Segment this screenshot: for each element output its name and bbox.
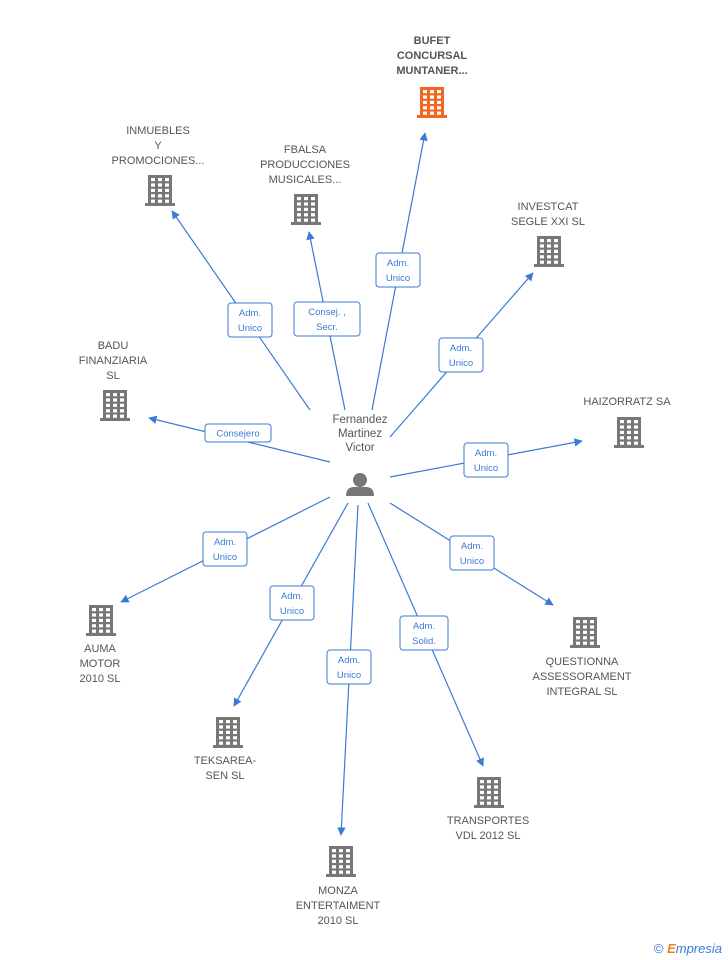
role-label-monza[interactable]: Adm. Unico	[326, 649, 372, 685]
company-name-line: QUESTIONNA	[546, 656, 619, 668]
company-name-line: FBALSA	[284, 144, 327, 156]
company-name-line: TRANSPORTES	[447, 815, 529, 827]
company-name-line: INTEGRAL SL	[546, 686, 617, 698]
company-name-line: SL	[106, 370, 119, 382]
role-label-inmuebles[interactable]: Adm. Unico	[227, 302, 273, 338]
company-name-line: 2010 SL	[318, 915, 359, 927]
building-icon[interactable]	[474, 777, 504, 808]
person-name-line: Victor	[345, 442, 374, 454]
company-name-line: TEKSAREA-	[194, 755, 257, 767]
building-icon[interactable]	[213, 717, 243, 748]
company-name-fbalsa[interactable]: FBALSA PRODUCCIONES MUSICALES...	[260, 144, 350, 186]
company-name-line: BADU	[98, 340, 129, 352]
company-name-line: MOTOR	[80, 658, 121, 670]
building-icon[interactable]	[417, 87, 447, 118]
company-name-line: PROMOCIONES...	[112, 155, 205, 167]
company-name-transportes[interactable]: TRANSPORTES VDL 2012 SL	[447, 815, 529, 842]
company-name-line: ENTERTAIMENT	[296, 900, 381, 912]
company-name-questionna[interactable]: QUESTIONNA ASSESSORAMENT INTEGRAL SL	[532, 656, 631, 698]
company-name-line: VDL 2012 SL	[455, 830, 520, 842]
company-name-monza[interactable]: MONZA ENTERTAIMENT 2010 SL	[296, 885, 381, 927]
role-label-line: Unico	[280, 606, 304, 617]
role-label-transportes[interactable]: Adm. Solid.	[399, 615, 449, 651]
company-name-haizorratz[interactable]: HAIZORRATZ SA	[583, 396, 671, 408]
role-label-line: Adm.	[338, 655, 360, 666]
role-label-line: Solid.	[412, 636, 436, 647]
role-label-line: Unico	[337, 670, 361, 681]
role-label-line: Unico	[449, 358, 473, 369]
company-name-teksarea[interactable]: TEKSAREA- SEN SL	[194, 755, 257, 782]
copyright-symbol: ©	[653, 941, 664, 956]
company-name-line: 2010 SL	[80, 673, 121, 685]
company-name-line: INVESTCAT	[518, 201, 579, 213]
company-name-line: Y	[154, 140, 162, 152]
company-name-line: INMUEBLES	[126, 125, 190, 137]
role-label-line: Adm.	[475, 448, 497, 459]
role-label-badu[interactable]: Consejero	[204, 423, 272, 443]
company-name-line: ASSESSORAMENT	[532, 671, 631, 683]
company-name-line: FINANZIARIA	[79, 355, 148, 367]
company-name-line: PRODUCCIONES	[260, 159, 350, 171]
company-name-line: SEN SL	[205, 770, 244, 782]
company-name-inmuebles[interactable]: INMUEBLES Y PROMOCIONES...	[112, 125, 205, 167]
person-name-line: Fernandez	[333, 414, 388, 426]
company-name-auma[interactable]: AUMA MOTOR 2010 SL	[80, 643, 121, 685]
role-label-fbalsa[interactable]: Consej. , Secr.	[293, 301, 361, 337]
role-label-teksarea[interactable]: Adm. Unico	[269, 585, 315, 621]
brand-initial: E	[667, 941, 676, 956]
company-name-line: BUFET	[414, 35, 451, 47]
building-icon[interactable]	[534, 236, 564, 267]
role-label-line: Unico	[386, 273, 410, 284]
role-label-line: Secr.	[316, 322, 338, 333]
company-name-badu[interactable]: BADU FINANZIARIA SL	[79, 340, 148, 382]
role-label-questionna[interactable]: Adm. Unico	[449, 535, 495, 571]
building-icon[interactable]	[145, 175, 175, 206]
role-label-line: Adm.	[239, 308, 261, 319]
role-label-line: Unico	[238, 323, 262, 334]
brand-name: mpresia	[675, 941, 722, 956]
role-label-line: Consejero	[216, 429, 259, 440]
role-label-haizorratz[interactable]: Adm. Unico	[463, 442, 509, 478]
building-icon[interactable]	[86, 605, 116, 636]
nodes-layer: BUFET CONCURSAL MUNTANER... INMUEBLES Y PROMO…	[79, 35, 671, 927]
person-name-line: Martinez	[338, 428, 382, 440]
company-name-line: HAIZORRATZ SA	[583, 396, 671, 408]
building-icon[interactable]	[614, 417, 644, 448]
role-label-auma[interactable]: Adm. Unico	[202, 531, 248, 567]
role-label-line: Adm.	[387, 258, 409, 269]
role-label-line: Adm.	[281, 591, 303, 602]
role-label-line: Unico	[213, 552, 237, 563]
building-icon[interactable]	[326, 846, 356, 877]
role-label-line: Adm.	[450, 343, 472, 354]
role-label-bufet[interactable]: Adm. Unico	[375, 252, 421, 288]
company-name-line: CONCURSAL	[397, 50, 468, 62]
company-name-line: MUNTANER...	[396, 65, 467, 77]
role-label-line: Consej. ,	[308, 307, 346, 318]
watermark: © Empresia	[654, 941, 722, 956]
role-label-investcat[interactable]: Adm. Unico	[438, 337, 484, 373]
building-icon[interactable]	[100, 390, 130, 421]
role-label-line: Adm.	[214, 537, 236, 548]
role-label-line: Adm.	[413, 621, 435, 632]
person-icon[interactable]	[346, 473, 374, 496]
edges-layer	[120, 132, 583, 836]
role-label-line: Unico	[460, 556, 484, 567]
role-label-line: Unico	[474, 463, 498, 474]
company-name-investcat[interactable]: INVESTCAT SEGLE XXI SL	[511, 201, 585, 228]
company-name-line: MUSICALES...	[269, 174, 342, 186]
role-label-line: Adm.	[461, 541, 483, 552]
company-name-line: SEGLE XXI SL	[511, 216, 585, 228]
company-name-line: MONZA	[318, 885, 358, 897]
building-icon[interactable]	[291, 194, 321, 225]
building-icon[interactable]	[570, 617, 600, 648]
company-name-bufet[interactable]: BUFET CONCURSAL MUNTANER...	[396, 35, 467, 77]
company-name-line: AUMA	[84, 643, 116, 655]
